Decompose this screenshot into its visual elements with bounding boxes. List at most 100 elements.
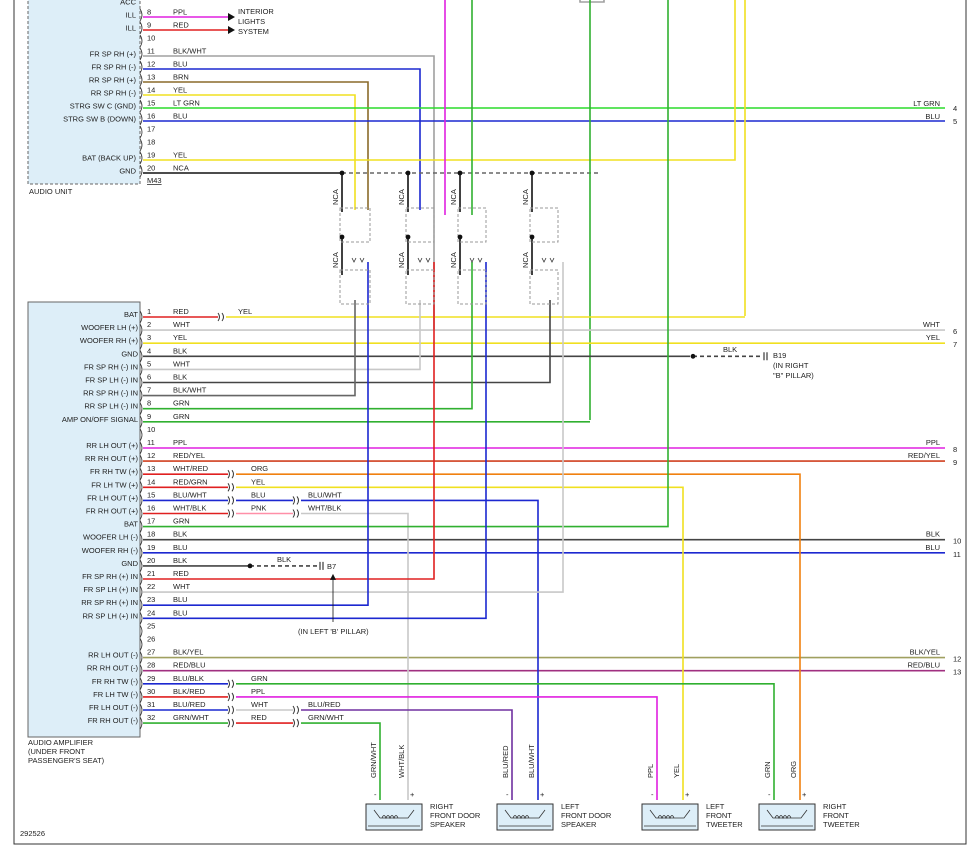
pin-bracket [139, 664, 143, 677]
pin-bracket [139, 376, 143, 389]
right-output-number: 9 [953, 458, 957, 467]
diagram-frame [13, 0, 967, 845]
audio-unit-wire-label: LT GRN [173, 99, 200, 108]
right-output-number: 7 [953, 340, 957, 349]
arrow-icon [228, 13, 235, 21]
pin-bracket [139, 21, 143, 35]
amplifier-pin-number: 17 [147, 517, 155, 526]
pin-bracket [139, 73, 143, 87]
pin-bracket [139, 336, 143, 350]
wire-amp-5 [143, 300, 421, 371]
pin-bracket [139, 415, 143, 429]
nca-junction-dot [529, 170, 535, 176]
amplifier-pin-number: 26 [147, 635, 155, 644]
audio-unit-pin-number: 20 [147, 164, 155, 173]
splice-wire-label: BLU/RED [308, 700, 341, 709]
audio-unit-pin-number: 10 [147, 34, 155, 43]
ground-b7-wire: BLK [277, 555, 291, 564]
pin-layer [139, 8, 143, 730]
pin-bracket [139, 625, 143, 638]
amplifier-wire-label: BLU [173, 543, 188, 552]
speaker-name: FRONT [823, 811, 849, 820]
audio-unit-pin-label: FR SP RH (+) [90, 50, 137, 59]
speaker-name: SPEAKER [561, 820, 597, 829]
amplifier-wire-label: RED/BLU [173, 661, 206, 670]
amplifier-pin-number: 24 [147, 608, 155, 617]
speaker-coil-icon [504, 809, 546, 820]
right-output-number: 8 [953, 445, 957, 454]
amplifier-pin-label: RR LH OUT (-) [88, 651, 138, 660]
interior-lights-line3: SYSTEM [238, 27, 269, 36]
audio-unit-pin-number: 11 [147, 47, 155, 56]
pin-bracket [139, 467, 143, 481]
amplifier-pin-label: BAT [124, 310, 138, 319]
speaker-name: SPEAKER [430, 820, 466, 829]
inline-splice [217, 312, 224, 322]
pin-bracket [139, 690, 143, 704]
audio-unit-pin-label: ILL [126, 24, 136, 33]
pin-bracket [139, 716, 143, 730]
audio-unit-pin-label: GND [119, 167, 136, 176]
audio-unit-wire-label: BLK/WHT [173, 47, 207, 56]
wire-au-13 [143, 81, 369, 210]
junction-dot [690, 353, 696, 359]
pin-bracket [139, 389, 143, 402]
amplifier-pin-number: 8 [147, 399, 151, 408]
interior-lights-line1: INTERIOR [238, 7, 274, 16]
wire-amp-15c [301, 499, 539, 800]
splice-wire-label: PNK [251, 504, 266, 513]
speaker-wire-label: PPL [646, 764, 655, 778]
amplifier-pin-number: 10 [147, 425, 155, 434]
speaker-name: TWEETER [823, 820, 860, 829]
nca-connector-box [457, 269, 487, 305]
right-output-wire-label: PPL [926, 438, 940, 447]
terminal-icon [351, 257, 365, 263]
amplifier-pin-label: FR SP RH (-) IN [84, 362, 138, 371]
speaker-coil-icon [766, 809, 808, 820]
amplifier-wire-label: BLU/BLK [173, 674, 204, 683]
amplifier-pin-number: 23 [147, 595, 155, 604]
right-output-number: 11 [953, 550, 961, 559]
amplifier-pin-label: FR SP RH (+) IN [82, 572, 138, 581]
splice-wire-label: WHT [251, 700, 268, 709]
audio-unit-box [27, 0, 141, 185]
pin-bracket [139, 585, 143, 599]
amplifier-pin-number: 22 [147, 582, 155, 591]
pin-bracket [139, 350, 143, 363]
pin-bracket [139, 86, 143, 100]
amplifier-pin-number: 31 [147, 700, 155, 709]
audio-unit-pin-label: ILL [126, 11, 136, 20]
right-output-wire-label: RED/BLU [907, 661, 940, 670]
amplifier-pin-number: 18 [147, 530, 155, 539]
amplifier-pin-label: RR SP LH (-) IN [84, 402, 138, 411]
inline-splice [227, 509, 234, 518]
amplifier-pin-number: 9 [147, 412, 151, 421]
wire-amp-6 [143, 300, 551, 384]
amplifier-wire-label: BLK/WHT [173, 386, 207, 395]
amplifier-wire-label: BLU [173, 595, 188, 604]
amplifier-pin-label: BAT [124, 520, 138, 529]
amplifier-pin-number: 30 [147, 687, 155, 696]
interior-lights-line2: LIGHTS [238, 17, 265, 26]
nca-connector-box [339, 207, 371, 243]
nca-connector-box [529, 207, 559, 243]
splice-wire-label: BLU/WHT [308, 490, 342, 499]
speaker-name: LEFT [706, 802, 725, 811]
ground-b19-note-1: (IN RIGHT [773, 361, 809, 370]
amplifier-pin-number: 4 [147, 346, 151, 355]
speaker-coil-icon [373, 809, 415, 820]
amplifier-wire-label: GRN [173, 517, 190, 526]
nca-connector-box [457, 207, 487, 243]
audio-unit-pin-number: 18 [147, 138, 155, 147]
audio-unit-wire-label: BLU [173, 60, 188, 69]
wire-amp-14b [236, 486, 684, 800]
pin-bracket [139, 638, 143, 651]
speaker-polarity-plus: + [685, 790, 690, 799]
splice-wire-label: GRN [251, 674, 268, 683]
nca-label: NCA [449, 189, 458, 205]
pin-bracket [139, 310, 143, 324]
audio-unit-pin-label: STRG SW C (GND) [70, 102, 137, 111]
amplifier-wire-label: PPL [173, 438, 187, 447]
amplifier-pin-label: FR RH OUT (-) [88, 716, 139, 725]
right-output-number: 4 [953, 104, 957, 113]
